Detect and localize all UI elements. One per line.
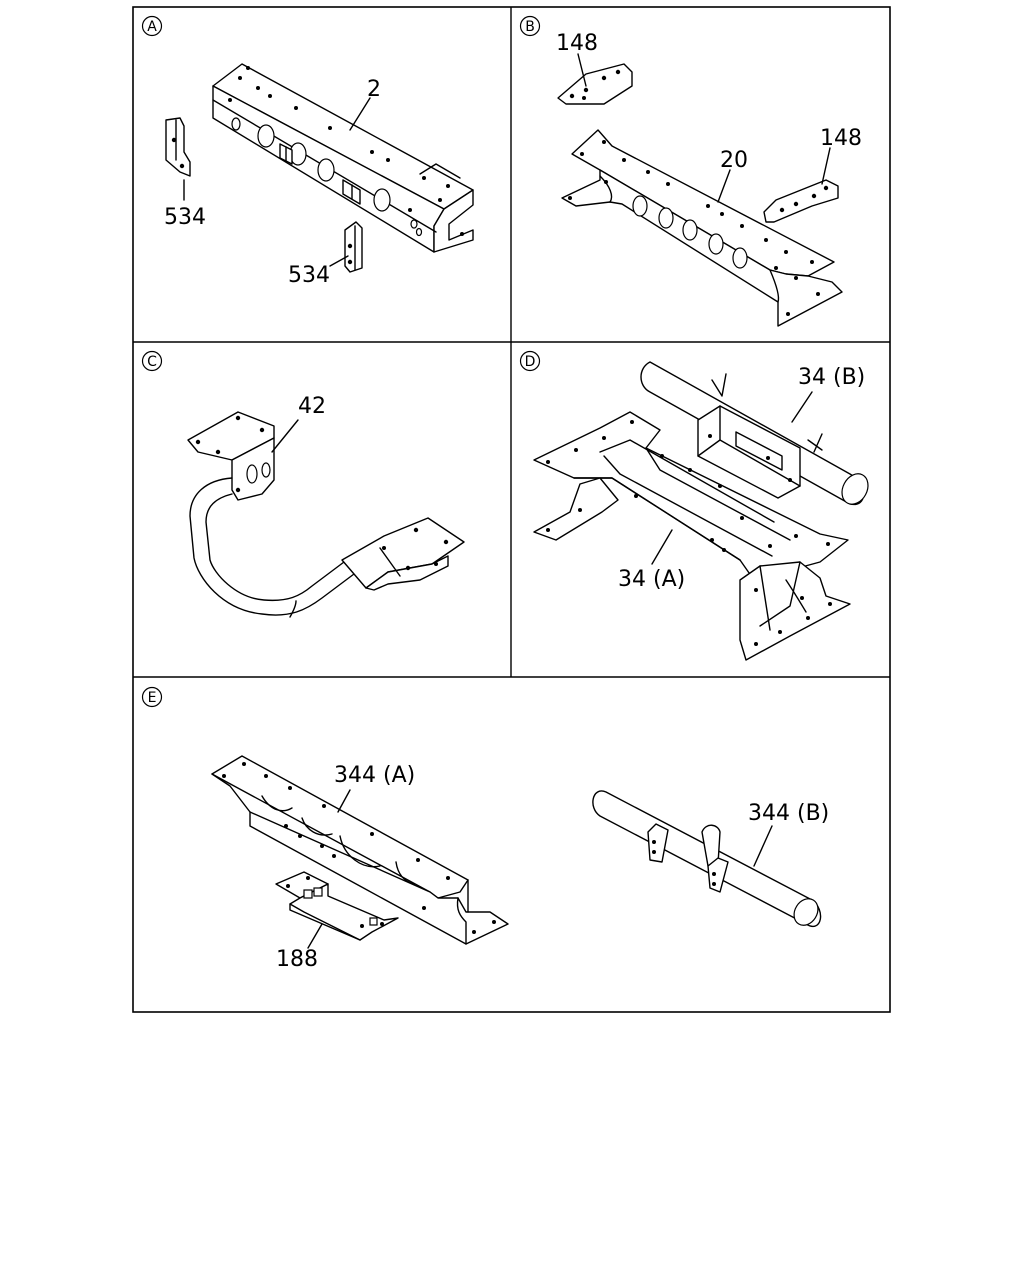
svg-text:A: A bbox=[147, 19, 157, 35]
callout-188: 188 bbox=[276, 923, 323, 972]
svg-text:2: 2 bbox=[367, 77, 381, 102]
svg-text:534: 534 bbox=[164, 205, 206, 230]
part-20-crossmember bbox=[561, 129, 843, 327]
svg-text:B: B bbox=[525, 19, 535, 35]
panel-letter-e: E bbox=[141, 686, 163, 708]
part-148-plate-top bbox=[557, 63, 633, 105]
svg-text:34 (B): 34 (B) bbox=[798, 365, 865, 390]
panel-a: A bbox=[141, 15, 474, 288]
callout-534-left: 534 bbox=[164, 179, 206, 230]
svg-text:34 (A): 34 (A) bbox=[618, 567, 685, 592]
callout-344a: 344 (A) bbox=[334, 763, 415, 813]
callout-20: 20 bbox=[717, 148, 748, 203]
part-34b-tube bbox=[640, 361, 869, 505]
part-344b-tube bbox=[592, 790, 822, 927]
svg-text:188: 188 bbox=[276, 947, 318, 972]
svg-text:534: 534 bbox=[288, 263, 330, 288]
panel-c: C 42 bbox=[141, 350, 465, 618]
part-34a-frame bbox=[533, 411, 851, 661]
svg-text:148: 148 bbox=[820, 126, 862, 151]
panel-letter-a: A bbox=[141, 15, 163, 37]
part-534-bracket-right bbox=[344, 221, 363, 273]
callout-534-right: 534 bbox=[288, 255, 349, 288]
svg-text:344 (B): 344 (B) bbox=[748, 801, 829, 826]
diagram-frame bbox=[132, 6, 891, 1013]
callout-344b: 344 (B) bbox=[748, 801, 829, 867]
svg-text:E: E bbox=[148, 690, 157, 706]
callout-34a: 34 (A) bbox=[618, 529, 685, 592]
callout-148-right: 148 bbox=[820, 126, 862, 185]
part-344a-crossmember bbox=[211, 755, 509, 945]
part-534-bracket-left bbox=[165, 117, 191, 177]
svg-text:20: 20 bbox=[720, 148, 748, 173]
part-188-bracket bbox=[275, 871, 399, 941]
panel-d: D bbox=[519, 350, 869, 661]
callout-148-top: 148 bbox=[556, 31, 598, 87]
panel-e: E bbox=[141, 686, 829, 972]
svg-text:C: C bbox=[147, 354, 157, 370]
panel-letter-c: C bbox=[141, 350, 163, 372]
svg-text:42: 42 bbox=[298, 394, 326, 419]
callout-34b: 34 (B) bbox=[791, 365, 865, 423]
svg-text:148: 148 bbox=[556, 31, 598, 56]
part-2-crossmember bbox=[212, 63, 474, 253]
callout-2: 2 bbox=[349, 77, 381, 131]
svg-text:D: D bbox=[525, 354, 536, 370]
panel-letter-b: B bbox=[519, 15, 541, 37]
part-42-bracket-assembly bbox=[187, 411, 465, 618]
svg-text:344 (A): 344 (A) bbox=[334, 763, 415, 788]
part-148-plate-right bbox=[763, 179, 839, 223]
callout-42: 42 bbox=[271, 394, 326, 453]
panel-letter-d: D bbox=[519, 350, 541, 372]
panel-b: B bbox=[519, 15, 862, 327]
